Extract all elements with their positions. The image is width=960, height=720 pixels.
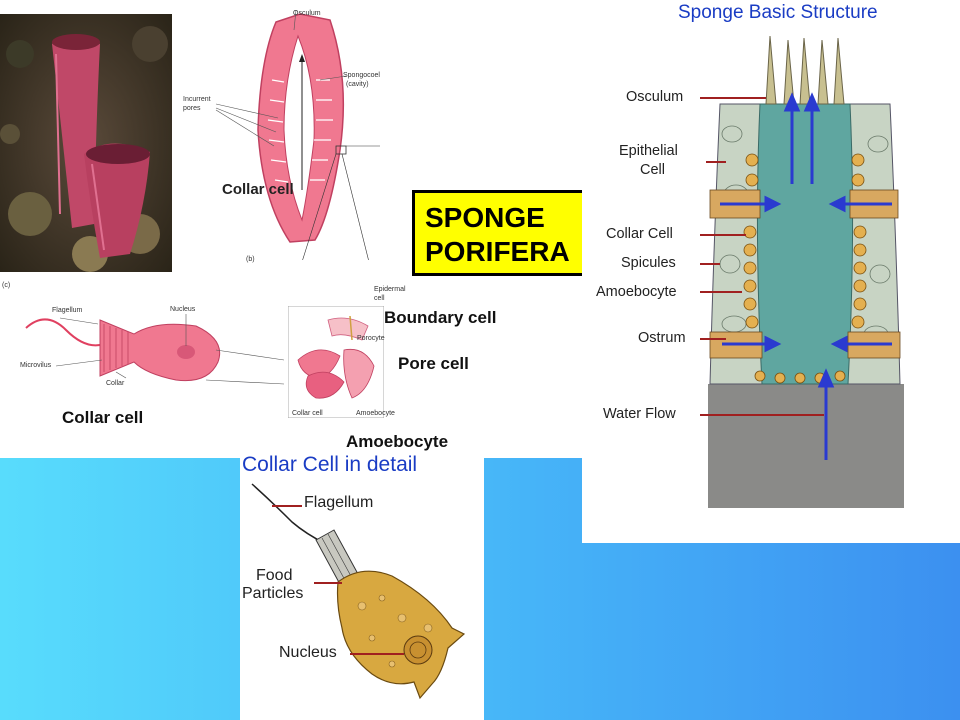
label-fig-c: (c) <box>2 282 11 289</box>
sponge-box-line2: PORIFERA <box>425 236 570 267</box>
label-nucleus-small: Nucleus <box>170 306 196 313</box>
label-collar-cell: Collar Cell <box>606 226 673 242</box>
collar-cell-drawing <box>25 314 285 385</box>
label-spicules: Spicules <box>621 255 676 271</box>
label-collar-cell-upper: Collar cell <box>222 181 294 198</box>
label-amoebocyte: Amoebocyte <box>596 284 677 300</box>
sponge-porifera-box: SPONGE PORIFERA <box>412 190 582 276</box>
label-epidermal: Epidermal <box>374 286 406 293</box>
label-fig-b: (b) <box>246 256 255 263</box>
label-nucleus: Nucleus <box>279 644 337 661</box>
label-collar-cell-small: Collar cell <box>292 410 323 417</box>
collar-cell-detail-diagram <box>251 483 466 700</box>
label-epithelial-1: Epithelial <box>619 143 678 159</box>
label-pores: pores <box>183 105 201 112</box>
sponge-box-line1: SPONGE <box>425 202 545 233</box>
label-boundary-cell: Boundary cell <box>384 308 497 327</box>
sponge-basic-structure-diagram <box>700 35 904 508</box>
label-amoebocyte-small: Amoebocyte <box>356 410 395 417</box>
label-collar-cell-lower: Collar cell <box>62 408 144 427</box>
label-microvilus: Microvilus <box>20 362 52 369</box>
collar-cell-detail-title: Collar Cell in detail <box>242 453 418 476</box>
label-osculum: Osculum <box>626 89 684 105</box>
label-ostrum: Ostrum <box>638 330 686 346</box>
label-amoebocyte-bold: Amoebocyte <box>346 432 449 451</box>
label-porocyte: Porocyte <box>357 335 385 342</box>
sponge-basic-structure-title: Sponge Basic Structure <box>678 2 878 23</box>
label-spongocoel: Spongocoel <box>343 72 380 79</box>
label-epithelial-2: Cell <box>640 162 665 178</box>
label-collar: Collar <box>106 380 125 387</box>
label-flagellum-small: Flagellum <box>52 307 83 314</box>
sponge-photo <box>0 14 172 272</box>
label-pore-cell: Pore cell <box>398 354 469 373</box>
label-osculum-small: Osculum <box>293 10 321 17</box>
pore-cell-drawing <box>288 306 384 418</box>
label-spongocoel-sub: (cavity) <box>346 81 369 88</box>
sponge-cross-section <box>215 9 380 260</box>
label-incurrent: Incurrent <box>183 96 211 103</box>
label-particles: Particles <box>242 585 304 602</box>
label-epidermal-sub: cell <box>374 295 385 302</box>
label-flagellum: Flagellum <box>304 494 374 511</box>
label-water-flow: Water Flow <box>603 406 676 422</box>
label-food: Food <box>256 567 293 584</box>
